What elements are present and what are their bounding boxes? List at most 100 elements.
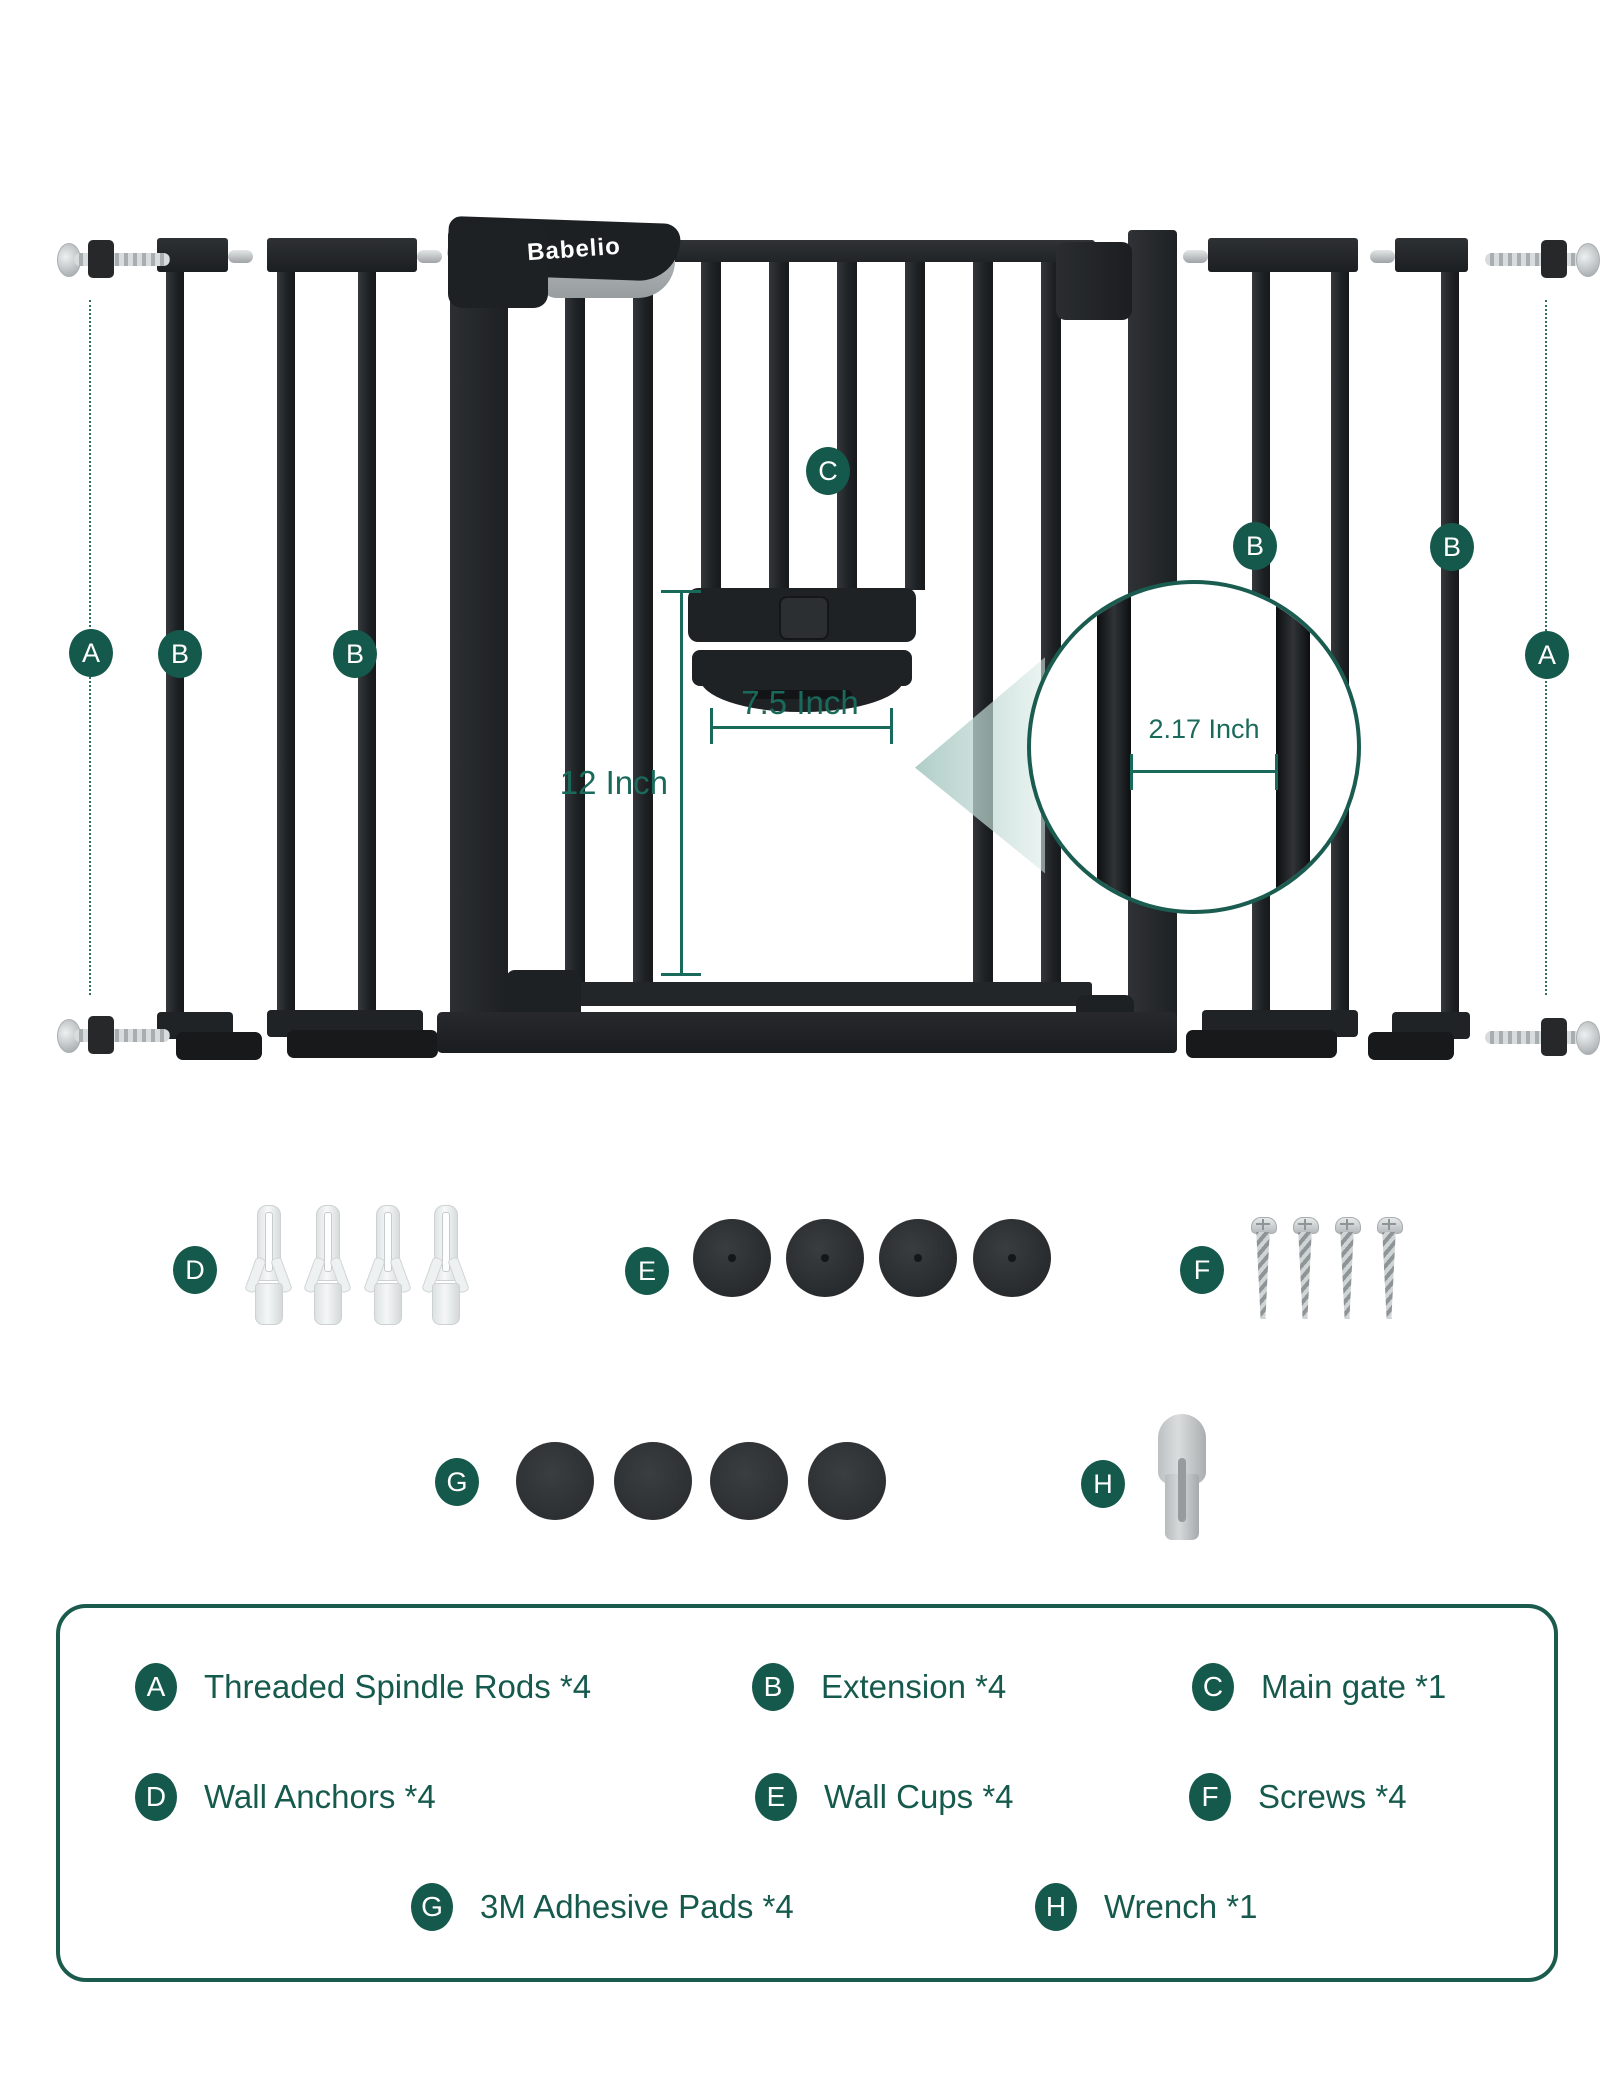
spindle-rod-top-left bbox=[57, 240, 170, 278]
extension-foot-pad bbox=[287, 1030, 438, 1058]
screw bbox=[1377, 1217, 1403, 1319]
badge-g-pads: G bbox=[435, 1458, 479, 1506]
legend-badge-g: G bbox=[411, 1883, 453, 1931]
legend-label-g: 3M Adhesive Pads *4 bbox=[480, 1888, 794, 1925]
legend-label-c: Main gate *1 bbox=[1261, 1668, 1447, 1705]
legend-badge-c: C bbox=[1192, 1663, 1234, 1711]
gate-frame-bottom-bar bbox=[437, 1012, 1177, 1053]
magnified-bar bbox=[1097, 584, 1131, 910]
extension-pin bbox=[1370, 250, 1395, 263]
gate-bar-upper bbox=[905, 258, 925, 590]
badge-e-cups: E bbox=[625, 1247, 669, 1295]
wrench bbox=[1158, 1414, 1206, 1540]
wall-cup bbox=[973, 1219, 1051, 1297]
wall-anchor bbox=[244, 1205, 293, 1325]
magnified-bar bbox=[1276, 584, 1310, 910]
extension-pin bbox=[417, 250, 442, 263]
gate-handle-clamp bbox=[448, 222, 548, 308]
legend-badge-f: F bbox=[1189, 1773, 1231, 1821]
measure-gap-line bbox=[1131, 770, 1277, 773]
extension-pin bbox=[228, 250, 253, 263]
gate-bar-upper bbox=[837, 258, 857, 590]
extension-foot-pad bbox=[176, 1032, 262, 1060]
pet-door-latch-slot bbox=[752, 690, 852, 699]
measure-12in-label: 12 Inch bbox=[559, 764, 668, 801]
gate-bar bbox=[973, 258, 993, 984]
measure-12in-line bbox=[680, 592, 683, 975]
spindle-rod-top-right bbox=[1485, 240, 1600, 278]
legend-label-b: Extension *4 bbox=[821, 1668, 1007, 1705]
gate-bar bbox=[1041, 258, 1061, 984]
legend-label-a: Threaded Spindle Rods *4 bbox=[204, 1668, 592, 1705]
badge-b-left-single: B bbox=[158, 630, 202, 678]
adhesive-pad bbox=[710, 1442, 788, 1520]
extension-double-left-rail bbox=[267, 238, 417, 272]
rod-nut bbox=[1541, 1018, 1567, 1056]
spindle-rod-bottom-left bbox=[57, 1016, 170, 1054]
legend-badge-b: B bbox=[752, 1663, 794, 1711]
rod-disc bbox=[1576, 243, 1600, 277]
extension-foot-pad bbox=[1186, 1030, 1337, 1058]
badge-a-left: A bbox=[69, 629, 113, 677]
measure-7p5in-tick-right bbox=[890, 708, 893, 744]
gate-frame-left-post bbox=[450, 226, 508, 1050]
legend-badge-d: D bbox=[135, 1773, 177, 1821]
legend-label-d: Wall Anchors *4 bbox=[204, 1778, 436, 1815]
rod-disc bbox=[1576, 1021, 1600, 1055]
measure-gap-label: 2.17 Inch bbox=[1148, 714, 1260, 744]
measure-7p5in-line bbox=[712, 726, 892, 729]
badge-d-anchors: D bbox=[173, 1246, 217, 1294]
rod-nut bbox=[88, 1016, 114, 1054]
magnifier-circle: 2.17 Inch bbox=[1027, 580, 1361, 914]
badge-b-left-double: B bbox=[333, 630, 377, 678]
legend-box: A Threaded Spindle Rods *4 B Extension *… bbox=[56, 1604, 1558, 1982]
spindle-rod-bottom-right bbox=[1485, 1018, 1600, 1056]
extension-foot-pad bbox=[1368, 1032, 1454, 1060]
wall-cup bbox=[693, 1219, 771, 1297]
gate-bar bbox=[565, 258, 585, 984]
measure-12in-tick-bottom bbox=[661, 973, 701, 976]
adhesive-pad bbox=[808, 1442, 886, 1520]
wall-cup bbox=[879, 1219, 957, 1297]
measure-7p5in-tick-left bbox=[710, 708, 713, 744]
legend-label-h: Wrench *1 bbox=[1104, 1888, 1258, 1925]
gate-bar-upper bbox=[769, 258, 789, 590]
measure-12in-tick-top bbox=[661, 590, 701, 593]
legend-label-f: Screws *4 bbox=[1258, 1778, 1407, 1815]
legend-badge-a: A bbox=[135, 1663, 177, 1711]
adhesive-pad bbox=[516, 1442, 594, 1520]
legend-badge-e: E bbox=[755, 1773, 797, 1821]
legend-label-e: Wall Cups *4 bbox=[824, 1778, 1014, 1815]
wall-cup bbox=[786, 1219, 864, 1297]
screw bbox=[1251, 1217, 1277, 1319]
badge-b-right-double: B bbox=[1233, 522, 1277, 570]
badge-f-screws: F bbox=[1180, 1246, 1224, 1294]
measure-7p5in-label: 7.5 Inch bbox=[741, 684, 859, 721]
gate-door-bottom-rail bbox=[508, 982, 1092, 1006]
legend-badge-h: H bbox=[1035, 1883, 1077, 1931]
wall-anchor bbox=[303, 1205, 352, 1325]
measure-gap-tick-right bbox=[1275, 754, 1278, 790]
badge-b-right-single: B bbox=[1430, 523, 1474, 571]
pet-door-latch-lower bbox=[692, 650, 912, 686]
rod-nut bbox=[88, 240, 114, 278]
adhesive-pad bbox=[614, 1442, 692, 1520]
gate-bar bbox=[633, 258, 653, 984]
extension-bar bbox=[277, 268, 295, 1012]
badge-c-main-gate: C bbox=[806, 447, 850, 495]
badge-h-wrench: H bbox=[1081, 1460, 1125, 1508]
extension-single-right-bar bbox=[1441, 268, 1459, 1012]
gate-hinge-top bbox=[1056, 242, 1132, 320]
rod-nut bbox=[1541, 240, 1567, 278]
measure-gap-tick-left bbox=[1130, 754, 1133, 790]
wall-anchor bbox=[421, 1205, 470, 1325]
extension-single-right-rail bbox=[1395, 238, 1468, 272]
screw bbox=[1335, 1217, 1361, 1319]
extension-pin bbox=[1183, 250, 1208, 263]
extension-double-right-rail bbox=[1208, 238, 1358, 272]
gate-bar-upper bbox=[701, 258, 721, 590]
badge-a-right: A bbox=[1525, 631, 1569, 679]
extension-bar bbox=[1331, 268, 1349, 1012]
pet-door-latch-button bbox=[779, 596, 829, 640]
